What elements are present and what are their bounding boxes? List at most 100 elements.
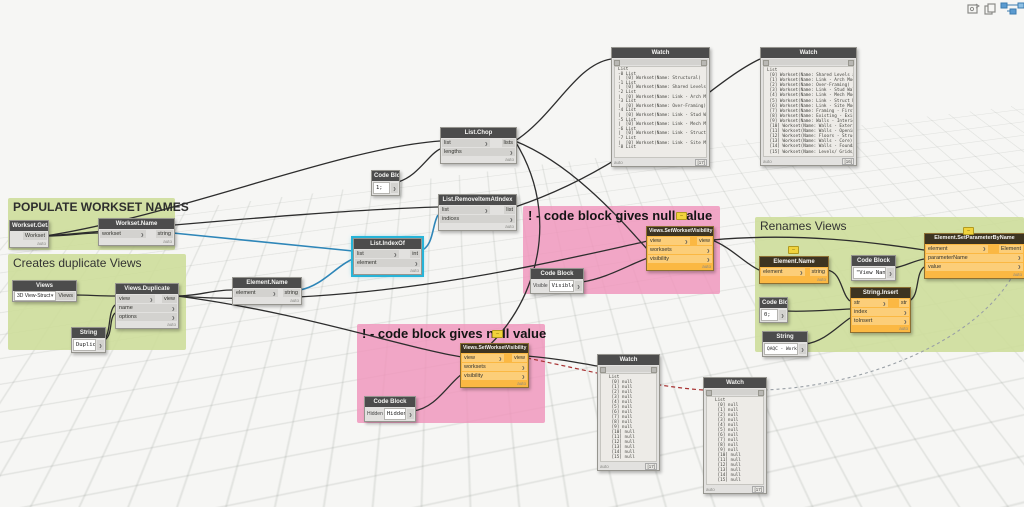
- watch-list[interactable]: List-0 List| [0] Workset(Name: Structura…: [614, 66, 707, 158]
- output-port[interactable]: string: [283, 289, 300, 297]
- output-port[interactable]: view: [162, 295, 177, 303]
- output-port[interactable]: string: [810, 268, 827, 276]
- input-port[interactable]: Hidden: [366, 411, 384, 417]
- node-title[interactable]: Watch: [598, 355, 659, 365]
- string-value-input[interactable]: Duplicate: [73, 339, 96, 351]
- input-port[interactable]: str: [852, 299, 888, 307]
- input-port[interactable]: lengths: [442, 148, 515, 156]
- input-port[interactable]: Visible: [532, 283, 549, 289]
- input-port[interactable]: indices: [440, 215, 515, 223]
- node-title[interactable]: Workset.Name: [99, 219, 174, 229]
- watch-list[interactable]: List [0] null [1] null [2] null [3] null…: [706, 396, 764, 485]
- output-port[interactable]: [758, 390, 764, 396]
- input-port[interactable]: element: [234, 289, 278, 297]
- input-port[interactable]: [706, 390, 712, 396]
- node-title[interactable]: Code Block: [531, 269, 583, 279]
- input-port[interactable]: visibility: [648, 255, 712, 263]
- node-list-indexof[interactable]: List.IndexOf list int element auto: [353, 238, 422, 275]
- node-string-qaqc[interactable]: String QAQC - Worksets - ❯: [762, 331, 808, 357]
- output-port[interactable]: [701, 60, 707, 66]
- input-port[interactable]: view: [648, 237, 690, 245]
- watch-list[interactable]: List [0] null [1] null [2] null [3] null…: [600, 373, 657, 462]
- node-list-removeitematindex[interactable]: List.RemoveItemAtIndex list list indices…: [438, 194, 517, 231]
- node-watch-worksets[interactable]: Watch List [0] Workset(Name: Shared Leve…: [760, 47, 857, 166]
- input-port[interactable]: list: [442, 139, 490, 147]
- node-code-block-visible[interactable]: Code Block Visible Visible ; ❯: [530, 268, 584, 294]
- node-workset-getall[interactable]: Workset.GetAll Workset auto: [9, 220, 49, 248]
- watch-list[interactable]: List [0] Workset(Name: Shared Levels and…: [763, 66, 854, 157]
- warning-badge-icon[interactable]: [963, 227, 974, 235]
- node-string-insert[interactable]: String.Insert str str index toInsert aut…: [850, 287, 911, 333]
- output-port[interactable]: [848, 60, 854, 66]
- output-port[interactable]: ❯: [887, 268, 894, 278]
- input-port[interactable]: worksets: [648, 246, 712, 254]
- node-title[interactable]: Workset.GetAll: [10, 221, 48, 231]
- node-title[interactable]: Watch: [704, 378, 766, 388]
- input-port[interactable]: [614, 60, 620, 66]
- node-title[interactable]: Watch: [761, 48, 856, 58]
- output-port[interactable]: ❯: [779, 310, 786, 320]
- input-port[interactable]: element: [761, 268, 805, 276]
- warning-badge-icon[interactable]: [676, 212, 687, 220]
- output-port[interactable]: Views: [56, 292, 75, 300]
- node-title[interactable]: String: [72, 328, 105, 338]
- input-port[interactable]: list: [440, 206, 490, 214]
- node-title[interactable]: Views.SetWorksetVisibility: [647, 227, 713, 236]
- node-watch-nulls-2[interactable]: Watch List [0] null [1] null [2] null [3…: [703, 377, 767, 494]
- node-title[interactable]: Code Block: [365, 397, 415, 407]
- input-port[interactable]: visibility: [462, 372, 527, 380]
- input-port[interactable]: parameterName: [926, 254, 1023, 262]
- output-port[interactable]: view: [512, 354, 527, 362]
- input-port[interactable]: worksets: [462, 363, 527, 371]
- node-code-block-1[interactable]: Code Block 1; ❯: [371, 170, 400, 196]
- node-title[interactable]: List.IndexOf: [354, 239, 421, 249]
- node-title[interactable]: Element.SetParameterByName: [925, 234, 1024, 244]
- group-title[interactable]: ! - code block gives null value: [357, 324, 545, 343]
- input-port[interactable]: name: [117, 304, 177, 312]
- node-title[interactable]: Code Block: [852, 256, 895, 266]
- node-views-duplicate[interactable]: Views.Duplicate view view name options a…: [115, 283, 179, 329]
- node-title[interactable]: Views: [13, 281, 76, 291]
- input-port[interactable]: workset: [100, 230, 146, 238]
- output-port[interactable]: Element: [999, 245, 1023, 253]
- input-port[interactable]: list: [355, 250, 399, 258]
- node-views-setworksetvisibility-upper[interactable]: Views.SetWorksetVisibility view view wor…: [646, 226, 714, 271]
- input-port[interactable]: options: [117, 313, 177, 321]
- output-port[interactable]: ❯: [97, 340, 104, 350]
- view-select-dropdown[interactable]: 3D View-Struct: [14, 291, 56, 301]
- code-input[interactable]: 1;: [373, 182, 390, 194]
- output-port[interactable]: Workset: [23, 232, 47, 240]
- node-code-block-zero[interactable]: Code Block 0; ❯: [759, 297, 788, 323]
- node-element-name-renames[interactable]: Element.Name element string auto: [759, 256, 829, 284]
- output-port[interactable]: ❯: [407, 409, 414, 419]
- node-code-block-view-name[interactable]: Code Block "View Name"; ❯: [851, 255, 896, 281]
- warning-badge-icon[interactable]: [492, 330, 503, 338]
- group-title[interactable]: POPULATE WORKSET NAMES: [8, 198, 175, 216]
- output-port[interactable]: view: [697, 237, 712, 245]
- node-title[interactable]: Code Block: [760, 298, 787, 308]
- output-port[interactable]: ❯: [391, 183, 398, 193]
- string-value-input[interactable]: QAQC - Worksets -: [764, 343, 798, 355]
- node-title[interactable]: Views.SetWorksetVisibility: [461, 344, 528, 353]
- node-workset-name[interactable]: Workset.Name workset string auto: [98, 218, 175, 246]
- node-watch-nulls-1[interactable]: Watch List [0] null [1] null [2] null [3…: [597, 354, 660, 471]
- input-port[interactable]: [600, 367, 606, 373]
- node-title[interactable]: String.Insert: [851, 288, 910, 298]
- input-port[interactable]: view: [117, 295, 155, 303]
- output-port[interactable]: str: [899, 299, 909, 307]
- output-port[interactable]: string: [156, 230, 173, 238]
- node-views-dropdown[interactable]: Views 3D View-Struct Views: [12, 280, 77, 302]
- code-input[interactable]: Hidden ;: [384, 408, 406, 420]
- node-element-name[interactable]: Element.Name element string auto: [232, 277, 302, 305]
- input-port[interactable]: value: [926, 263, 1023, 271]
- input-port[interactable]: index: [852, 308, 909, 316]
- output-port[interactable]: [651, 367, 657, 373]
- node-code-block-hidden[interactable]: Code Block Hidden Hidden ; ❯: [364, 396, 416, 422]
- node-title[interactable]: String: [763, 332, 807, 342]
- node-title[interactable]: Element.Name: [760, 257, 828, 267]
- node-title[interactable]: Views.Duplicate: [116, 284, 178, 294]
- export-geometry-icon[interactable]: [967, 2, 980, 20]
- warning-badge-icon[interactable]: [788, 246, 799, 254]
- input-port[interactable]: toInsert: [852, 317, 909, 325]
